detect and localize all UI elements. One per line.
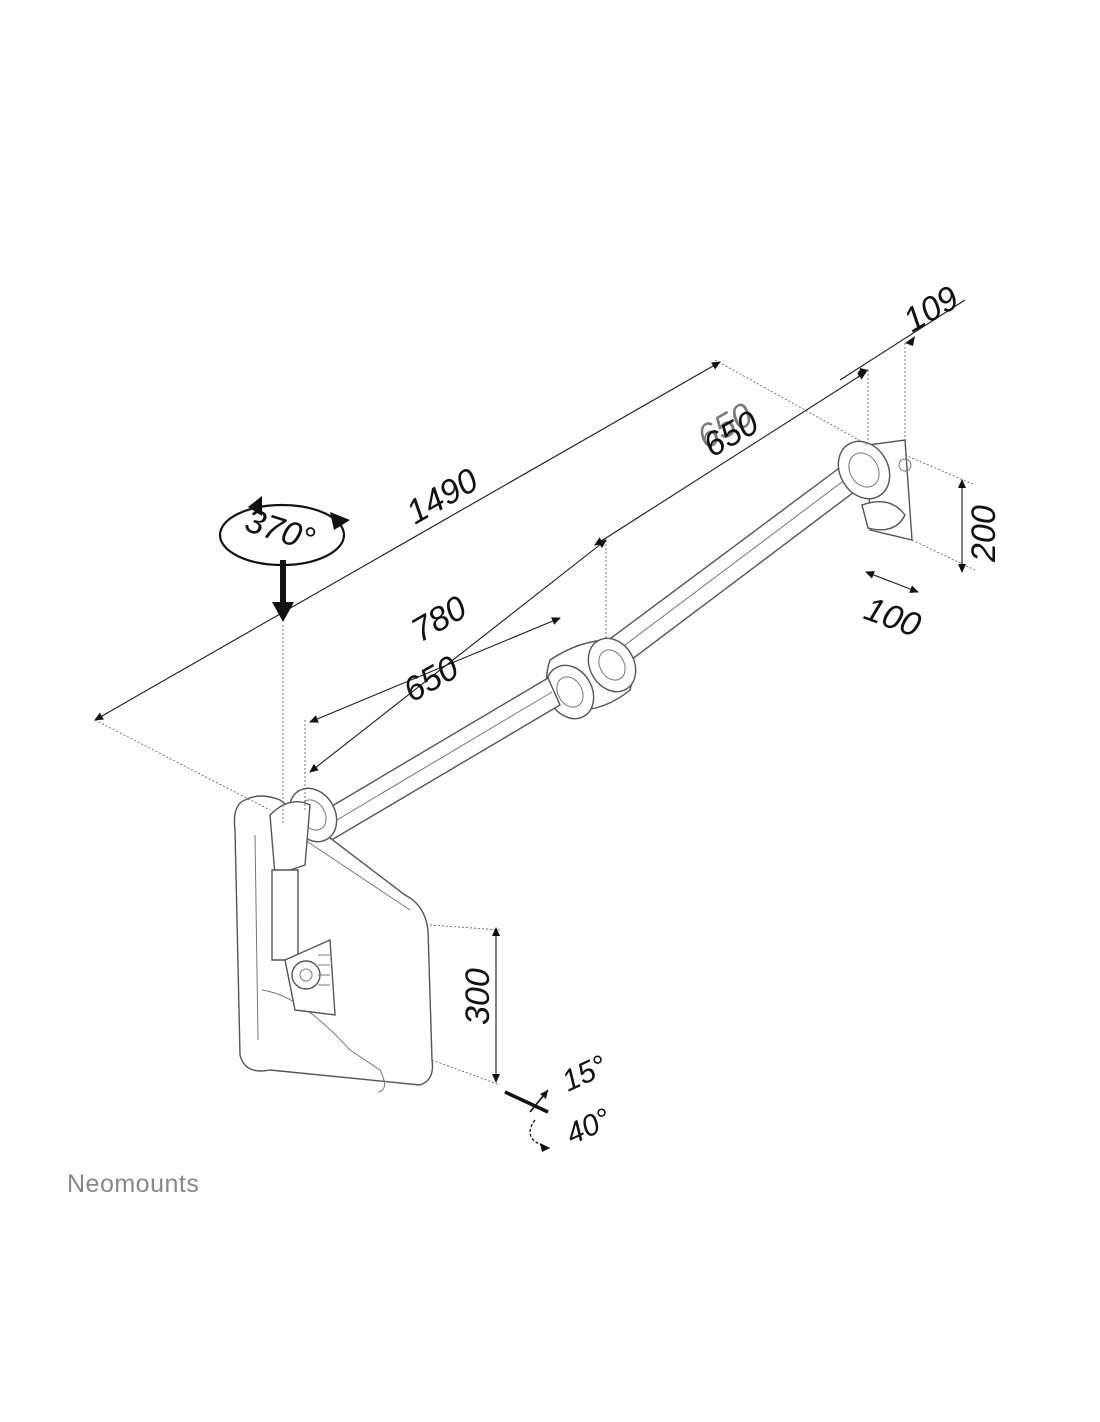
swivel-indicator	[218, 496, 350, 622]
second-arm	[593, 440, 891, 673]
tilt-indicator	[504, 1089, 551, 1152]
label-first-arm-outer: 780	[405, 589, 473, 650]
dim-line-first-arm	[309, 539, 607, 773]
label-tilt-up: 15°	[557, 1049, 612, 1098]
monitor-arm-drawing	[233, 439, 913, 1093]
brand-logo: Neomounts	[67, 1170, 199, 1198]
screen-plate	[233, 795, 434, 1093]
label-wall-plate-width: 100	[859, 590, 925, 645]
label-screen-height: 300	[459, 968, 497, 1025]
label-wall-plate-depth: 109	[897, 279, 965, 340]
dim-line-wall-width	[865, 571, 919, 593]
dim-line-109	[839, 299, 966, 381]
label-tilt-down: 40°	[561, 1102, 616, 1151]
dim-line-second-arm	[594, 371, 867, 546]
label-wall-plate-height: 200	[965, 505, 1003, 563]
label-swivel-angle: 370°	[241, 501, 320, 559]
dimension-lines	[94, 299, 976, 1086]
first-arm	[298, 676, 561, 849]
label-second-arm-inner: 650	[691, 396, 759, 457]
tilt-head	[269, 787, 338, 1016]
